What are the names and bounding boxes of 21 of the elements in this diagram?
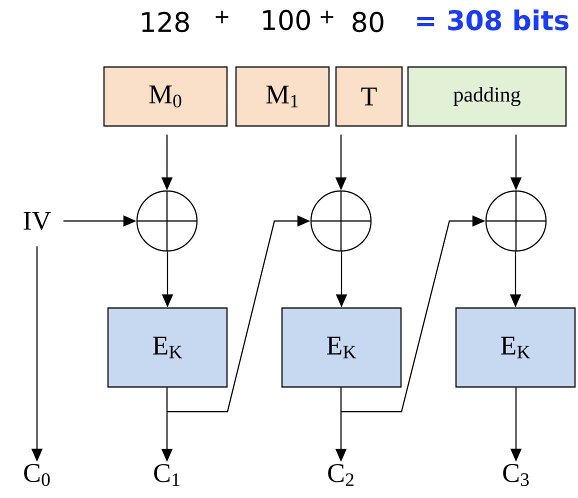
plus-sign: + bbox=[216, 10, 228, 24]
xor-symbol bbox=[136, 190, 198, 252]
ciphertext-label: C$_{0}$ bbox=[24, 464, 50, 486]
sum-label: = 308 bits bbox=[417, 10, 568, 30]
cipher-box: E$_{K}$ bbox=[281, 307, 402, 388]
iv-label: IV bbox=[24, 212, 51, 230]
cipher-box: E$_{K}$ bbox=[107, 307, 228, 388]
cipher-box: E$_{K}$ bbox=[455, 307, 576, 388]
tag-block: T bbox=[335, 66, 403, 127]
ciphertext-label: C$_{1}$ bbox=[154, 464, 180, 486]
xor-symbol bbox=[310, 190, 372, 252]
xor-symbol bbox=[485, 190, 547, 252]
ciphertext-label: C$_{3}$ bbox=[503, 464, 529, 486]
message-block: M$_{1}$ bbox=[235, 66, 330, 127]
bit-count: 80 bbox=[352, 12, 384, 32]
ciphertext-label: C$_{2}$ bbox=[328, 464, 354, 486]
bit-count: 128 bbox=[142, 12, 189, 32]
plus-sign: + bbox=[320, 10, 334, 24]
padding-block: padding bbox=[407, 66, 567, 127]
bit-count: 100 bbox=[263, 10, 310, 30]
message-block: M$_{0}$ bbox=[103, 66, 228, 127]
